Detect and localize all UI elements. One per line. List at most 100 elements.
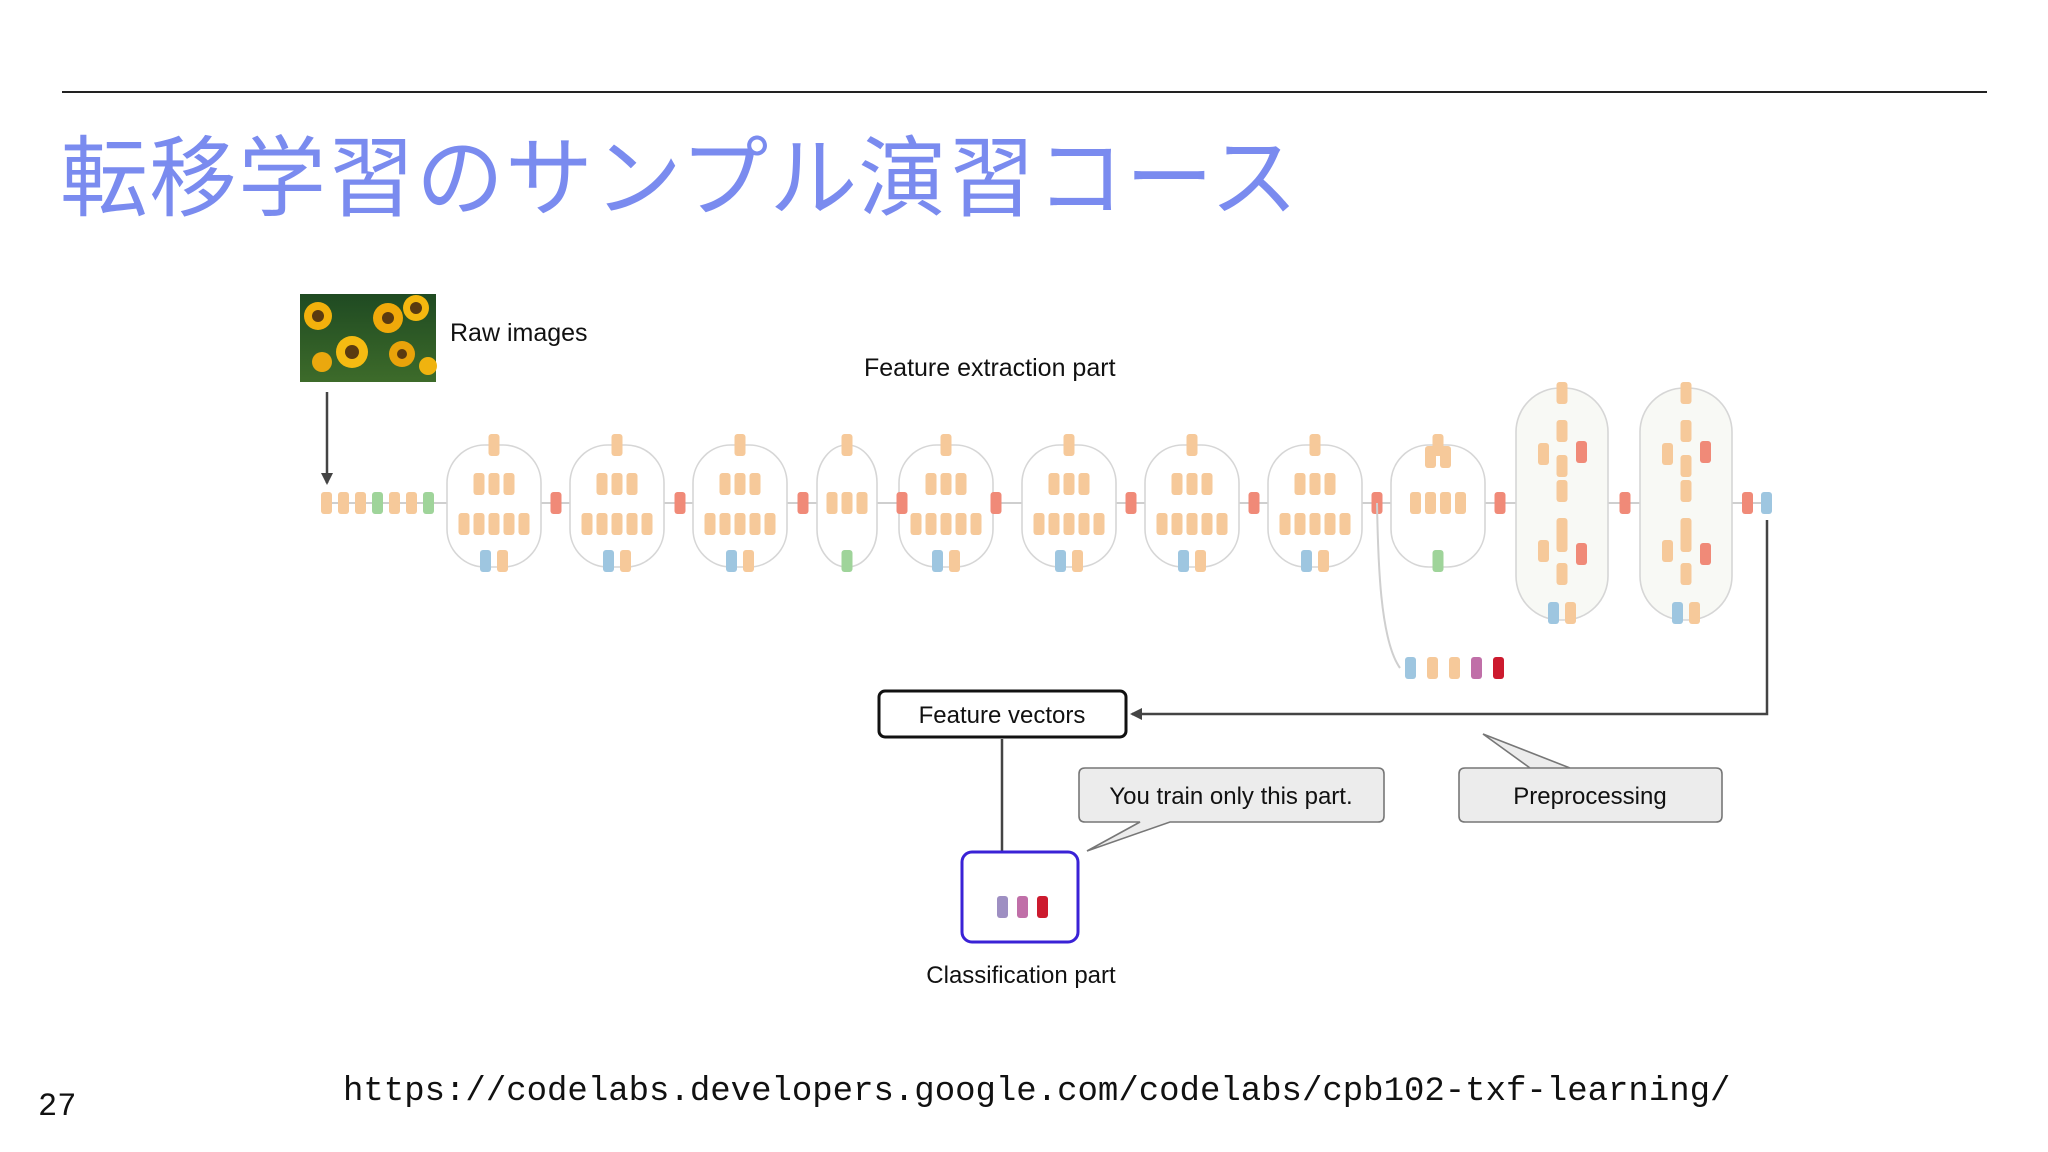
layer-block xyxy=(1425,492,1436,514)
layer-block xyxy=(1425,446,1436,468)
layer-block xyxy=(719,473,731,495)
layer-block xyxy=(1301,550,1312,572)
title-rule xyxy=(62,91,1987,93)
classifier-blocks xyxy=(997,896,1048,918)
layer-block xyxy=(1556,480,1568,502)
layer-block xyxy=(488,434,500,456)
layer-block xyxy=(955,513,967,535)
layer-block xyxy=(497,550,508,572)
layer-block xyxy=(925,473,937,495)
layer-block xyxy=(596,473,608,495)
layer-block xyxy=(826,492,838,514)
module-outline xyxy=(1267,444,1363,568)
layer-block xyxy=(1556,420,1568,442)
layer-block xyxy=(1556,382,1568,404)
layer-block xyxy=(626,473,638,495)
raw-images-label: Raw images xyxy=(450,319,588,347)
layer-block xyxy=(1195,550,1206,572)
module-outline xyxy=(692,444,788,568)
layer-block xyxy=(1680,563,1692,585)
layer-block xyxy=(734,473,746,495)
layer-block xyxy=(1538,443,1549,465)
layer-block xyxy=(1309,434,1321,456)
connector-block xyxy=(797,492,809,514)
layer-block xyxy=(719,513,731,535)
layer-block xyxy=(1318,550,1329,572)
layer-block xyxy=(1078,513,1090,535)
layer-block xyxy=(949,550,960,572)
layer-block xyxy=(1201,473,1213,495)
layer-block xyxy=(910,513,922,535)
module-outline xyxy=(446,444,542,568)
layer-block xyxy=(940,434,952,456)
module-outline xyxy=(569,444,665,568)
layer-block xyxy=(581,513,593,535)
final-red-block xyxy=(1742,492,1753,514)
feature-vectors-label: Feature vectors xyxy=(919,702,1086,729)
layer-block xyxy=(488,513,500,535)
connector-block xyxy=(1248,492,1260,514)
layer-block xyxy=(473,513,485,535)
layer-block xyxy=(1294,473,1306,495)
layer-block xyxy=(1171,513,1183,535)
layer-block xyxy=(1680,480,1692,502)
layer-block xyxy=(1033,513,1045,535)
layer-block xyxy=(626,513,638,535)
layer-block xyxy=(1048,513,1060,535)
layer-block xyxy=(1700,543,1711,565)
source-url[interactable]: https://codelabs.developers.google.com/c… xyxy=(343,1073,1731,1111)
slide-title: 転移学習のサンプル演習コース xyxy=(60,127,1299,230)
layer-block xyxy=(734,434,746,456)
layer-block xyxy=(480,550,491,572)
layer-block xyxy=(1432,550,1444,572)
module-outline xyxy=(1144,444,1240,568)
layer-block xyxy=(1680,530,1692,552)
layer-block xyxy=(925,513,937,535)
classification-label: Classification part xyxy=(926,962,1116,989)
layer-block xyxy=(1662,540,1673,562)
layer-block xyxy=(1339,513,1351,535)
train-callout-bubble xyxy=(1078,767,1385,852)
inception-modules xyxy=(446,382,1733,624)
layer-block xyxy=(749,473,761,495)
layer-block xyxy=(1455,492,1466,514)
layer-block xyxy=(1279,513,1291,535)
layer-block xyxy=(1672,602,1683,624)
preprocessing-callout-text: Preprocessing xyxy=(1513,783,1666,810)
layer-block xyxy=(764,513,776,535)
layer-block xyxy=(1171,473,1183,495)
connector-block xyxy=(1125,492,1137,514)
layer-block xyxy=(749,513,761,535)
layer-block xyxy=(1680,382,1692,404)
layer-block xyxy=(1556,530,1568,552)
layer-block xyxy=(1410,492,1421,514)
module-outline xyxy=(1390,444,1486,568)
layer-block xyxy=(1216,513,1228,535)
layer-block xyxy=(596,513,608,535)
layer-block xyxy=(932,550,943,572)
layer-block xyxy=(1556,563,1568,585)
layer-block xyxy=(1186,473,1198,495)
layer-block xyxy=(1201,513,1213,535)
layer-block xyxy=(726,550,737,572)
layer-block xyxy=(518,513,530,535)
layer-block xyxy=(488,473,500,495)
layer-block xyxy=(841,434,853,456)
layer-block xyxy=(856,492,868,514)
module-outline xyxy=(898,444,994,568)
page-number: 27 xyxy=(38,1088,77,1125)
layer-block xyxy=(1565,602,1576,624)
feature-vectors-box xyxy=(877,689,1128,739)
layer-block xyxy=(1072,550,1083,572)
layer-block xyxy=(940,513,952,535)
layer-block xyxy=(611,473,623,495)
layer-block xyxy=(473,473,485,495)
auxiliary-output-blocks xyxy=(1405,657,1504,679)
layer-block xyxy=(940,473,952,495)
layer-block xyxy=(1093,513,1105,535)
bottleneck-blue-block xyxy=(1761,492,1772,514)
auxiliary-branch-line xyxy=(1376,502,1401,669)
layer-block xyxy=(611,434,623,456)
connector-block xyxy=(1619,492,1631,514)
layer-block xyxy=(1186,513,1198,535)
